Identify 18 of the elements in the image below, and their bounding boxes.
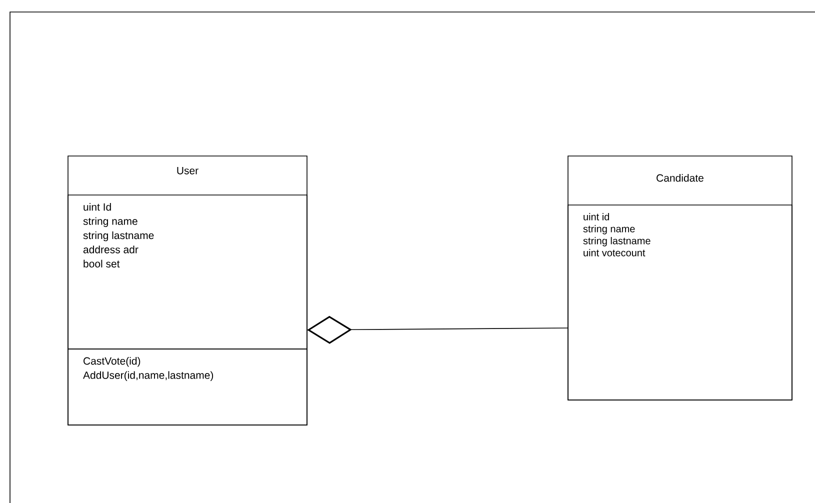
member-text: uint votecount — [584, 249, 646, 256]
member-text: string name — [583, 225, 635, 234]
class-compartment — [68, 348, 308, 426]
member-text: bool set — [84, 260, 120, 268]
member-text: uint Id — [84, 203, 111, 211]
member-text: uint id — [584, 213, 610, 220]
member-text: address adr — [83, 246, 138, 254]
class-name: Candidate — [656, 174, 704, 182]
class-compartment — [568, 204, 792, 400]
member-text: string lastname — [83, 231, 154, 242]
member-text: string lastname — [583, 237, 650, 246]
class-box — [68, 156, 308, 426]
class-compartment — [68, 194, 308, 350]
class-box — [568, 156, 792, 400]
member-text: AddUser(id,name,lastname) — [83, 371, 214, 381]
member-text: CastVote(id) — [84, 357, 140, 367]
class-name: User — [177, 167, 198, 174]
member-text: string name — [83, 217, 138, 227]
